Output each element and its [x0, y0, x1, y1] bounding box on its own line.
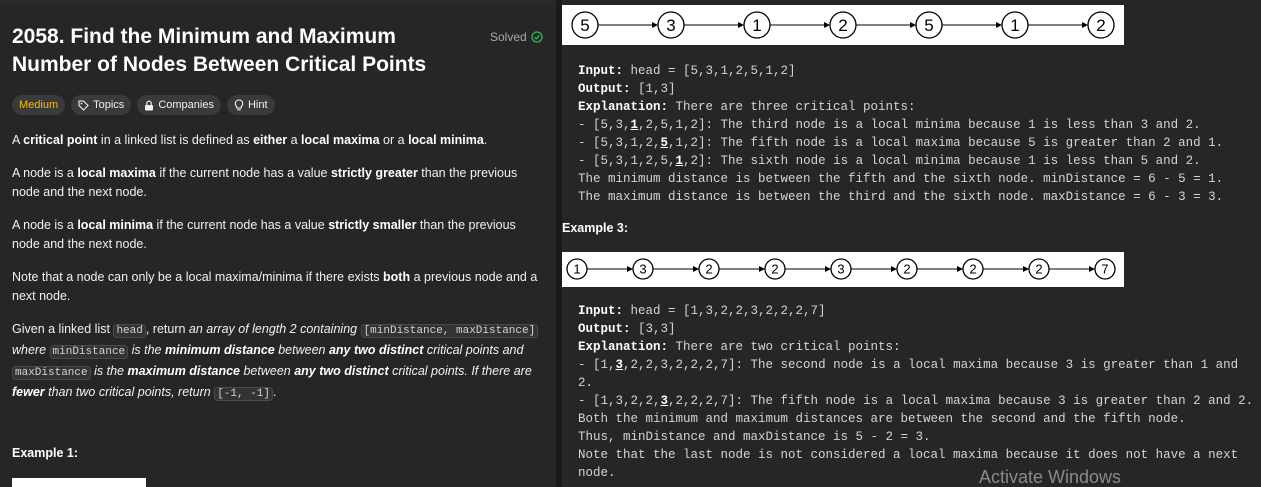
arrow-head [759, 266, 765, 272]
local-minima-paragraph: A node is a local minima if the current … [12, 218, 516, 251]
problem-title: 2058. Find the Minimum and Maximum Numbe… [12, 25, 427, 76]
example-3-block: Input: head = [1,3,2,2,3,2,2,2,7]Output:… [578, 304, 1254, 480]
list-node-value: 5 [580, 16, 589, 35]
example-1-label: Example 1: [12, 446, 79, 460]
inline-code: head [113, 324, 146, 338]
arrow-head [627, 266, 633, 272]
lock-icon [145, 100, 154, 110]
list-node-value: 2 [903, 262, 910, 277]
inline-code: [-1, -1] [214, 387, 273, 401]
arrow-head [1023, 266, 1029, 272]
example-2-linked-list-image: 5 3 1 2 5 1 2 [562, 5, 1124, 45]
arrow-head [825, 266, 831, 272]
arrow-head [891, 266, 897, 272]
check-circle-icon [531, 31, 543, 43]
list-node-value: 3 [666, 16, 675, 35]
task-paragraph: Given a linked list head, return an arra… [12, 320, 547, 404]
list-node-value: 7 [1101, 262, 1108, 277]
note-paragraph: Note that a node can only be a local max… [12, 270, 538, 303]
example-2-block: Input: head = [5,3,1,2,5,1,2]Output: [1,… [578, 64, 1224, 204]
lightbulb-icon [234, 99, 244, 111]
list-node-value: 1 [752, 16, 761, 35]
activate-windows-watermark: Activate Windows [979, 467, 1122, 487]
arrow-head [1082, 22, 1088, 28]
arrow-head [738, 22, 744, 28]
difficulty-badge[interactable]: Medium [12, 95, 66, 115]
solved-status: Solved [490, 30, 543, 44]
arrow-head [652, 22, 658, 28]
local-maxima-paragraph: A node is a local maxima if the current … [12, 166, 518, 199]
difficulty-label: Medium [19, 99, 59, 111]
inline-code: minDistance [49, 345, 129, 359]
list-node-value: 3 [639, 262, 646, 277]
list-node [1094, 258, 1116, 280]
companies-label: Companies [158, 99, 214, 111]
hint-label: Hint [247, 99, 268, 111]
arrow-head [693, 266, 699, 272]
example-1-image [12, 478, 146, 487]
hint-button[interactable]: Hint [226, 95, 275, 115]
inline-code: [minDistance, maxDistance] [360, 324, 539, 338]
solved-label: Solved [490, 30, 527, 44]
panel-divider[interactable] [556, 0, 562, 487]
list-node-value: 2 [838, 16, 847, 35]
list-node-value: 5 [924, 16, 933, 35]
companies-button[interactable]: Companies [137, 95, 221, 115]
example-3-label: Example 3: [562, 221, 629, 235]
arrow-head [910, 22, 916, 28]
list-node-value: 1 [1010, 16, 1019, 35]
arrow-head [824, 22, 830, 28]
tag-icon [78, 99, 89, 111]
example-3-linked-list-image: 1 3 2 2 3 2 2 2 7 [562, 252, 1124, 287]
definition-paragraph: A critical point in a linked list is def… [12, 133, 488, 147]
arrow-head [996, 22, 1002, 28]
list-node-value: 2 [705, 262, 712, 277]
list-node-value: 3 [837, 262, 844, 277]
list-node [1087, 11, 1115, 39]
arrow-head [957, 266, 963, 272]
topics-button[interactable]: Topics [71, 95, 132, 115]
list-node-value: 2 [1035, 262, 1042, 277]
topics-label: Topics [93, 99, 125, 111]
tag-row: Medium Topics Companies Hint [12, 95, 275, 115]
examples-panel: 5 3 1 2 5 1 2 Input: head = [5,3,1,2,5,1,2]Out… [562, 0, 1261, 487]
list-node-value: 1 [573, 262, 580, 277]
list-node-value: 2 [969, 262, 976, 277]
inline-code: maxDistance [12, 366, 91, 380]
list-node-value: 2 [1096, 16, 1105, 35]
arrow-head [1089, 266, 1095, 272]
list-node-value: 2 [771, 262, 778, 277]
description-panel: 2058. Find the Minimum and Maximum Numbe… [0, 5, 556, 487]
